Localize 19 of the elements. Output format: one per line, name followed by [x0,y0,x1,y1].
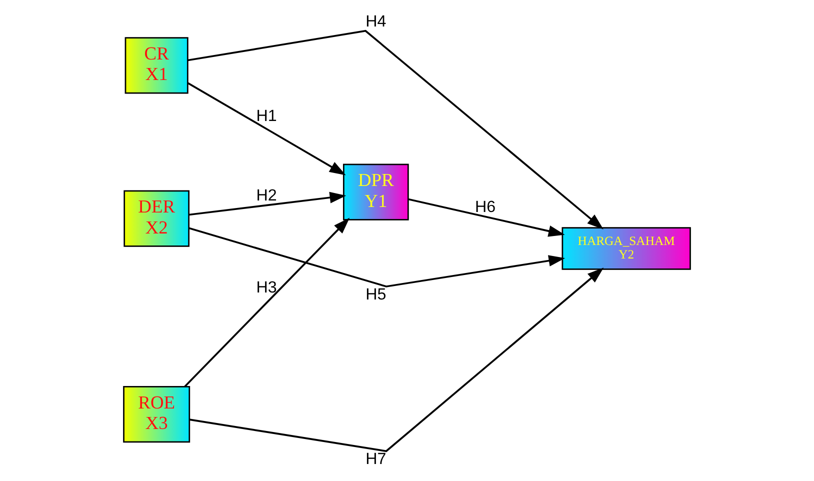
arrow [188,191,346,216]
edge-label: H1 [256,106,277,124]
edge-label: H5 [366,284,386,303]
edge-label: H7 [366,450,386,468]
arrow [184,217,350,387]
node-box: HARGA_SAHAM Y2 [562,226,691,270]
edge-label: H6 [474,197,496,216]
arrow [188,29,604,229]
arrow [187,82,346,175]
arrow [188,226,566,287]
edge-label: H3 [256,278,277,296]
arrow [189,267,604,452]
node-box: ROE X3 [123,385,190,442]
node-box: CR X1 [124,36,188,94]
node-box: DER X2 [124,190,190,246]
arrow [408,198,565,236]
edge-label: H2 [256,186,277,204]
edge-label: H4 [366,12,386,30]
node-box: DPR Y1 [342,163,409,220]
